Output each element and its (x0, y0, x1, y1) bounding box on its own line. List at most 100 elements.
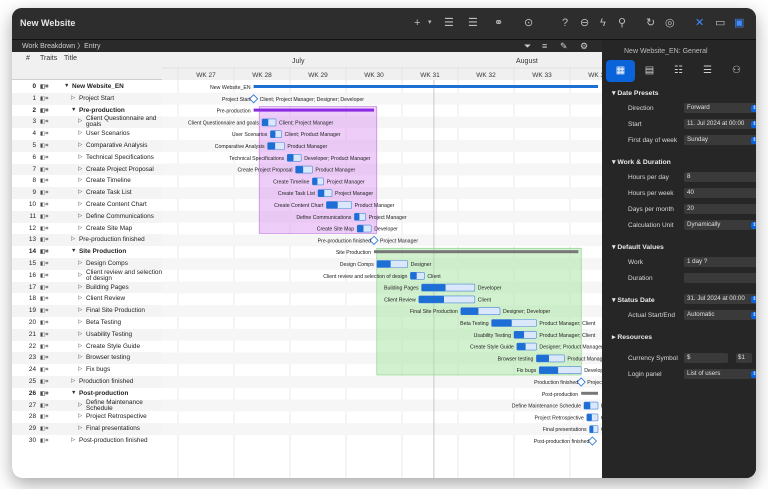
disclosure-closed-icon[interactable]: ▷ (78, 319, 83, 325)
breadcrumb[interactable]: Work Breakdown 〉Entry (22, 43, 101, 50)
traits-icon[interactable]: ◧⌗ (40, 355, 49, 362)
tab-calendar-icon[interactable]: ▤ (644, 65, 655, 76)
refresh-icon[interactable]: ↻ (646, 17, 656, 29)
traits-icon[interactable]: ◧⌗ (40, 84, 49, 90)
status-date-field[interactable]: 31. Jul 2024 at 00:00⇕ (684, 294, 756, 304)
disclosure-closed-icon[interactable]: ▷ (78, 201, 83, 207)
task-row[interactable]: 30◧⌗▷Post-production finished (12, 435, 162, 447)
task-title[interactable]: Design Comps (86, 260, 128, 267)
task-title[interactable]: Create Timeline (86, 177, 131, 185)
task-title[interactable]: User Scenarios (86, 130, 130, 138)
disclosure-closed-icon[interactable]: ▷ (78, 354, 83, 361)
task-row[interactable]: 17◧⌗▷Building Pages (12, 281, 162, 294)
work-field[interactable]: 1 day ? (684, 257, 756, 267)
more-icon[interactable]: ⊙ (524, 17, 534, 29)
traits-icon[interactable]: ◧⌗ (40, 379, 49, 385)
indent-icon[interactable]: ☰ (444, 17, 454, 29)
task-title[interactable]: Define Communications (86, 212, 154, 220)
disclosure-closed-icon[interactable]: ▷ (71, 437, 76, 443)
section-work-duration[interactable]: ▾ Work & Duration (612, 159, 671, 166)
task-row[interactable]: 4◧⌗▷User Scenarios (12, 128, 162, 140)
task-title[interactable]: Browser testing (86, 354, 131, 362)
disclosure-open-icon[interactable]: ▼ (71, 248, 77, 255)
disclosure-closed-icon[interactable]: ▷ (78, 165, 83, 172)
traits-icon[interactable]: ◧⌗ (40, 237, 49, 244)
traits-icon[interactable]: ◧⌗ (40, 213, 49, 220)
wrench-icon[interactable]: ⚙ (580, 41, 589, 51)
traits-icon[interactable]: ◧⌗ (40, 426, 49, 433)
task-row[interactable]: 3◧⌗▷Client Questionnaire and goals (12, 115, 162, 129)
task-title[interactable]: New Website_EN (72, 83, 124, 90)
task-row[interactable]: 7◧⌗▷Create Project Proposal (12, 163, 162, 176)
disclosure-closed-icon[interactable]: ▷ (78, 425, 83, 432)
column-header-title[interactable]: Title (64, 55, 77, 62)
task-row[interactable]: 16◧⌗▷Client review and selection of desi… (12, 268, 163, 282)
task-title[interactable]: Final presentations (86, 425, 140, 433)
disclosure-closed-icon[interactable]: ▷ (78, 342, 83, 349)
traits-icon[interactable]: ◧⌗ (40, 261, 49, 267)
task-title[interactable]: Create Task List (86, 189, 132, 197)
task-row[interactable]: 0◧⌗▼New Website_EN (12, 81, 162, 93)
task-title[interactable]: Client Review (86, 295, 126, 303)
disclosure-closed-icon[interactable]: ▷ (78, 307, 83, 314)
traits-icon[interactable]: ◧⌗ (40, 402, 49, 409)
task-row[interactable]: 24◧⌗▷Fix bugs (12, 364, 162, 376)
chevron-down-icon[interactable]: ▾ (428, 19, 432, 26)
traits-icon[interactable]: ◧⌗ (40, 414, 49, 421)
days-month-field[interactable]: 20 (684, 204, 756, 214)
task-row[interactable]: 29◧⌗▷Final presentations (12, 423, 162, 435)
task-title[interactable]: Production finished (79, 378, 134, 385)
disclosure-closed-icon[interactable]: ▷ (71, 94, 76, 101)
task-row[interactable]: 25◧⌗▷Production finished (12, 376, 162, 388)
first-day-select[interactable]: Sunday⇕ (684, 135, 756, 145)
traits-icon[interactable]: ◧⌗ (40, 308, 49, 315)
filter-icon[interactable]: ⏷ (524, 41, 532, 51)
task-row[interactable]: 12◧⌗▷Create Site Map (12, 223, 162, 235)
task-title[interactable]: Final Site Production (86, 307, 145, 315)
task-title[interactable]: Comparative Analysis (86, 142, 148, 149)
task-title[interactable]: Beta Testing (86, 319, 122, 326)
traits-icon[interactable]: ◧⌗ (40, 331, 49, 338)
disclosure-closed-icon[interactable]: ▷ (78, 224, 83, 231)
task-title[interactable]: Post-production (79, 389, 129, 397)
traits-icon[interactable]: ◧⌗ (40, 95, 49, 102)
currency-field[interactable]: $ (684, 353, 728, 363)
task-title[interactable]: Fix bugs (86, 366, 111, 374)
task-row[interactable]: 13◧⌗▷Pre-production finished (12, 234, 162, 247)
disclosure-closed-icon[interactable]: ▷ (78, 189, 83, 196)
hours-day-field[interactable]: 8 (684, 172, 756, 182)
disclosure-open-icon[interactable]: ▼ (71, 389, 77, 396)
section-resources[interactable]: ▸ Resources (612, 334, 653, 341)
task-title[interactable]: Create Content Chart (86, 201, 147, 208)
disclosure-closed-icon[interactable]: ▷ (78, 212, 83, 219)
add-icon[interactable]: + (414, 17, 421, 29)
traits-icon[interactable]: ◧⌗ (40, 178, 49, 185)
traits-icon[interactable]: ◧⌗ (40, 143, 49, 149)
direction-select[interactable]: Forward⇕ (684, 103, 756, 113)
task-title[interactable]: Create Project Proposal (86, 165, 154, 173)
task-row[interactable]: 10◧⌗▷Create Content Chart (12, 199, 162, 211)
traits-icon[interactable]: ◧⌗ (40, 390, 49, 397)
task-title[interactable]: Project Start (79, 94, 115, 102)
traits-icon[interactable]: ◧⌗ (40, 119, 49, 126)
traits-icon[interactable]: ◧⌗ (40, 249, 49, 256)
task-row[interactable]: 21◧⌗▷Usability Testing (12, 328, 162, 341)
traits-icon[interactable]: ◧⌗ (40, 296, 49, 303)
bolt-icon[interactable]: ϟ (600, 17, 606, 29)
task-title[interactable]: Client review and selection of design (86, 268, 163, 282)
traits-icon[interactable]: ◧⌗ (40, 166, 49, 173)
disclosure-open-icon[interactable]: ▼ (64, 83, 70, 89)
task-title[interactable]: Technical Specifications (86, 153, 154, 161)
task-row[interactable]: 20◧⌗▷Beta Testing (12, 317, 162, 329)
task-row[interactable]: 23◧⌗▷Browser testing (12, 352, 162, 365)
task-title[interactable]: Client Questionnaire and goals (86, 115, 157, 129)
traits-icon[interactable]: ◧⌗ (40, 154, 49, 161)
disclosure-closed-icon[interactable]: ▷ (78, 118, 83, 125)
traits-icon[interactable]: ◧⌗ (40, 284, 49, 291)
traits-icon[interactable]: ◧⌗ (40, 320, 49, 326)
task-row[interactable]: 1◧⌗▷Project Start (12, 92, 162, 105)
disclosure-closed-icon[interactable]: ▷ (78, 271, 83, 278)
actual-select[interactable]: Automatic⇕ (684, 310, 756, 320)
task-row[interactable]: 6◧⌗▷Technical Specifications (12, 152, 162, 164)
traits-icon[interactable]: ◧⌗ (40, 202, 49, 208)
